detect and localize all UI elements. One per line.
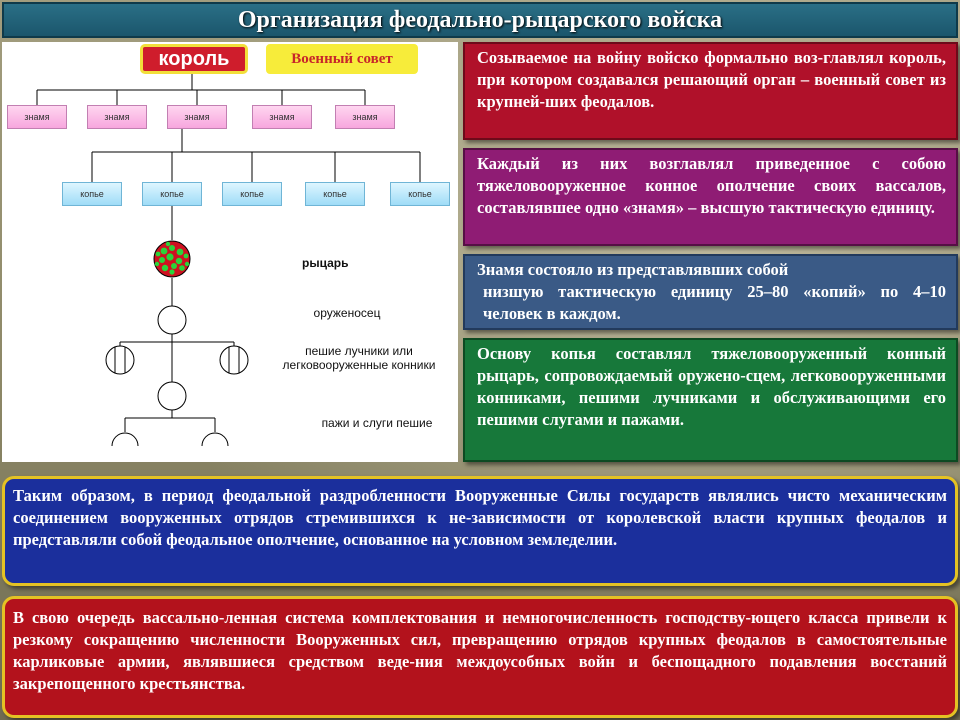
lance-box: копье: [222, 182, 282, 206]
knight-label: рыцарь: [302, 256, 349, 270]
panel-consequence: В свою очередь вассально-ленная система …: [2, 596, 958, 718]
page-right-symbol: [201, 432, 229, 447]
hierarchy-diagram: король Военный совет знамя знамя знамя з…: [2, 42, 458, 462]
king-box: король: [140, 44, 248, 74]
banner-box: знамя: [252, 105, 312, 129]
lance-box: копье: [305, 182, 365, 206]
panel-banner-composition-line-1: Знамя состояло из представлявших собой: [477, 260, 789, 279]
title-bar: Организация феодально-рыцарского войска: [2, 2, 958, 38]
banner-box: знамя: [335, 105, 395, 129]
page-title: Организация феодально-рыцарского войска: [237, 6, 723, 33]
servant-symbol: [157, 381, 187, 411]
lance-box: копье: [390, 182, 450, 206]
archer-left-symbol: [105, 345, 135, 375]
lance-box: копье: [62, 182, 122, 206]
panel-banner-composition-line-2: низшую тактическую единицу 25–80 «копий»…: [483, 282, 946, 323]
archers-label: пешие лучники или легковооруженные конни…: [264, 344, 454, 372]
panel-conclusion: Таким образом, в период феодальной раздр…: [2, 476, 958, 586]
panel-banner-composition: Знамя состояло из представлявших собой н…: [463, 254, 958, 330]
panel-banner: Каждый из них возглавлял приведенное с с…: [463, 148, 958, 246]
council-box: Военный совет: [266, 44, 418, 74]
archers-label-line-1: пешие лучники или: [305, 344, 413, 358]
squire-symbol: [157, 305, 187, 335]
page-left-symbol: [111, 432, 139, 447]
banner-box: знамя: [7, 105, 67, 129]
panel-king-council: Созываемое на войну войско формально воз…: [463, 42, 958, 140]
lance-box: копье: [142, 182, 202, 206]
diagram-connectors: [36, 74, 421, 447]
archers-label-line-2: легковооруженные конники: [282, 358, 436, 372]
banner-box: знамя: [167, 105, 227, 129]
banner-box: знамя: [87, 105, 147, 129]
knight-symbol: [153, 240, 191, 278]
squire-label: оруженосец: [313, 306, 381, 320]
archer-right-symbol: [219, 345, 249, 375]
pages-label: пажи и слуги пешие: [321, 416, 433, 430]
panel-lance: Основу копья составлял тяжеловооруженный…: [463, 338, 958, 462]
